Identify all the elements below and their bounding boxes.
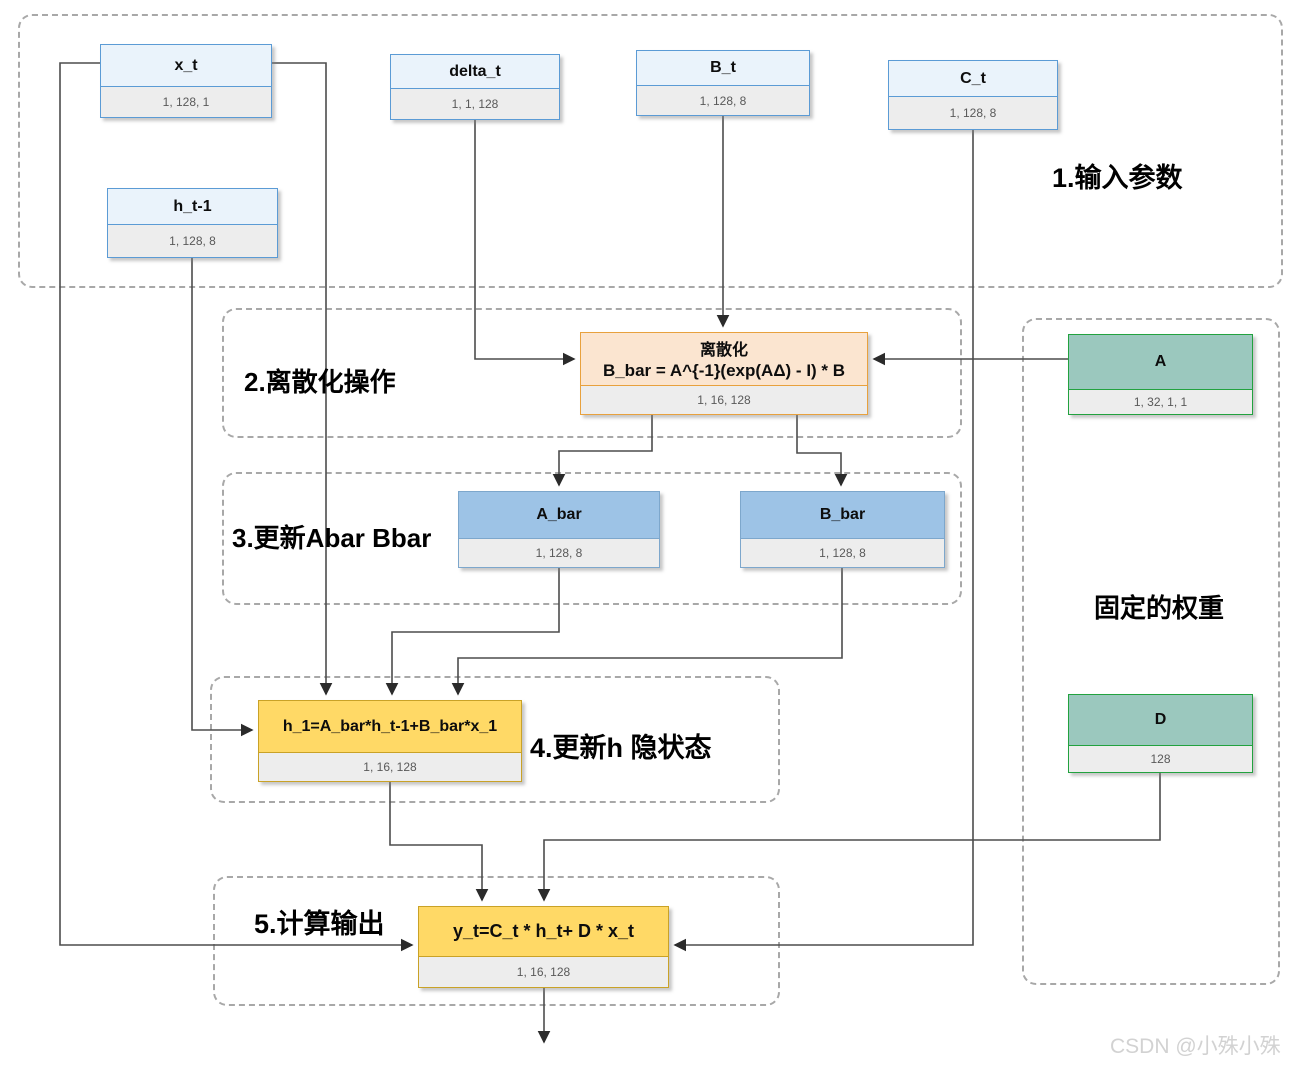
node-x-t-shape: 1, 128, 1 [101, 87, 271, 117]
section-update-bars-label: 3.更新Abar Bbar [232, 523, 432, 553]
node-discretize-name: 离散化 [699, 342, 748, 360]
section-fixed-weights-frame [1022, 318, 1280, 985]
node-h-t-1-shape: 1, 128, 8 [108, 225, 277, 257]
node-a-bar: A_bar 1, 128, 8 [458, 491, 660, 568]
section-fixed-weights-label: 固定的权重 [1094, 593, 1225, 623]
node-h-t-1: h_t-1 1, 128, 8 [107, 188, 278, 258]
connector-d-to-yt [537, 771, 1161, 902]
connector-disc-to-bbar [796, 413, 848, 487]
node-d-weight-shape: 128 [1069, 746, 1252, 772]
node-b-bar-shape: 1, 128, 8 [741, 539, 944, 567]
node-b-bar-title: B_bar [741, 492, 944, 539]
node-b-t-title: B_t [637, 51, 809, 86]
section-update-h-label: 4.更新h 隐状态 [530, 733, 712, 763]
section-discretize-label: 2.离散化操作 [244, 367, 396, 397]
node-x-t: x_t 1, 128, 1 [100, 44, 272, 118]
connector-xt-to-h [272, 62, 333, 696]
node-discretize-formula: B_bar = A^{-1}(exp(AΔ) - I) * B [602, 361, 846, 381]
connector-ct-to-yt [673, 128, 974, 952]
node-b-t-shape: 1, 128, 8 [637, 86, 809, 115]
node-y-t-shape: 1, 16, 128 [419, 957, 668, 987]
connector-delta-to-disc [474, 118, 576, 366]
node-discretize: 离散化 B_bar = A^{-1}(exp(AΔ) - I) * B 1, 1… [580, 332, 868, 415]
node-y-t: y_t=C_t * h_t+ D * x_t 1, 16, 128 [418, 906, 669, 988]
section-inputs-label: 1.输入参数 [1052, 163, 1183, 193]
node-c-t: C_t 1, 128, 8 [888, 60, 1058, 130]
watermark: CSDN @小殊小殊 [1110, 1035, 1281, 1058]
node-discretize-title: 离散化 B_bar = A^{-1}(exp(AΔ) - I) * B [581, 333, 867, 386]
node-discretize-shape: 1, 16, 128 [581, 386, 867, 414]
connector-ht1-to-h [191, 256, 254, 737]
node-h-t-1-title: h_t-1 [108, 189, 277, 225]
node-delta-t-shape: 1, 1, 128 [391, 89, 559, 119]
node-a-bar-title: A_bar [459, 492, 659, 539]
section-discretize-frame [222, 308, 962, 438]
node-b-bar: B_bar 1, 128, 8 [740, 491, 945, 568]
node-a-weight-shape: 1, 32, 1, 1 [1069, 390, 1252, 414]
node-h-update-title: h_1=A_bar*h_t-1+B_bar*x_1 [259, 701, 521, 753]
section-update-h-frame [210, 676, 780, 803]
node-a-weight: A 1, 32, 1, 1 [1068, 334, 1253, 415]
node-h-update: h_1=A_bar*h_t-1+B_bar*x_1 1, 16, 128 [258, 700, 522, 782]
node-h-update-shape: 1, 16, 128 [259, 753, 521, 781]
section-update-bars-frame [222, 472, 962, 605]
section-output-frame [213, 876, 780, 1006]
connector-h-to-yt [389, 780, 489, 902]
connector-xt-to-yt [59, 62, 414, 952]
node-y-t-title: y_t=C_t * h_t+ D * x_t [419, 907, 668, 957]
section-inputs-frame [18, 14, 1283, 288]
node-b-t: B_t 1, 128, 8 [636, 50, 810, 116]
node-c-t-shape: 1, 128, 8 [889, 97, 1057, 129]
node-d-weight-title: D [1069, 695, 1252, 746]
node-delta-t: delta_t 1, 1, 128 [390, 54, 560, 120]
node-delta-t-title: delta_t [391, 55, 559, 89]
node-c-t-title: C_t [889, 61, 1057, 97]
connector-bbar-to-h [451, 566, 843, 696]
connector-abar-to-h [385, 566, 560, 696]
node-a-bar-shape: 1, 128, 8 [459, 539, 659, 567]
node-a-weight-title: A [1069, 335, 1252, 390]
connector-disc-to-abar [552, 413, 653, 487]
section-output-label: 5.计算输出 [254, 909, 385, 939]
node-x-t-title: x_t [101, 45, 271, 87]
node-d-weight: D 128 [1068, 694, 1253, 773]
